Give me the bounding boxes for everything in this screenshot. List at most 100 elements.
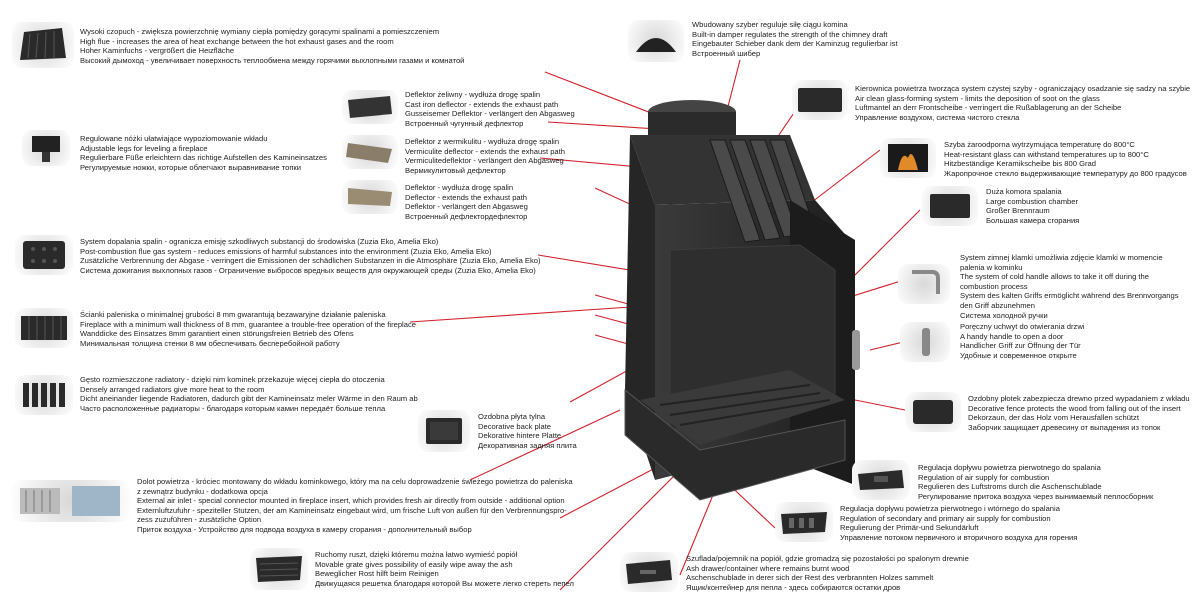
- feature-line: Управление потоком первичного и вторично…: [840, 532, 1078, 542]
- flue-icon: [12, 22, 74, 68]
- radiator-icon: [15, 375, 73, 415]
- fireplace-insert-illustration: [624, 100, 860, 501]
- feature-line: Poręczny uchwyt do otwierania drzwi: [960, 322, 1085, 331]
- feature-line: Cast iron deflector - extends the exhaus…: [405, 99, 559, 109]
- post-combustion-icon: [15, 235, 73, 275]
- wall-icon: [15, 308, 73, 348]
- vermiculite-icon: [342, 135, 398, 169]
- feature-line: Встроенный дефлектордефлектор: [405, 211, 528, 221]
- feature-line: Wbudowany szyber reguluje siłę ciągu kom…: [692, 20, 848, 29]
- feature-line: Regulowane nóżki ułatwiające wypoziomowa…: [80, 134, 268, 143]
- feature-line: Удобные и современное открыте: [960, 350, 1077, 360]
- feature-line: Dekorzaun, der das Holz vom Herausfallen…: [968, 413, 1139, 423]
- feature-line: Ящик/контейнер для пепла - здесь собираю…: [686, 582, 901, 592]
- feature-line: Beweglicher Rost hilft beim Reinigen: [315, 569, 439, 579]
- feature-line: Жаропрочное стекло выдерживающие темпера…: [944, 168, 1187, 178]
- feature-line: Heat-resistant glass can withstand tempe…: [944, 149, 1149, 159]
- grate-bar: [669, 392, 821, 416]
- feature-line: Ruchomy ruszt, dzięki któremu można łatw…: [315, 550, 518, 559]
- feature-line: combustion process: [960, 281, 1028, 291]
- feature-line: den Griff abzunehmen: [960, 300, 1036, 310]
- feature-line: Deflektor - verlängert den Abgasweg: [405, 202, 528, 212]
- secondary-air-icon: [775, 502, 833, 542]
- deflector-plate: [729, 139, 781, 241]
- feature-line: Aschenschublade in derer sich der Rest d…: [686, 573, 934, 583]
- feature-line: System des kalten Griffs ermöglicht währ…: [960, 291, 1179, 301]
- deflector-plate-icon: [342, 180, 398, 214]
- feature-line: Часто расположенные радиаторы - благодар…: [80, 403, 386, 413]
- deflector-icon: [342, 90, 398, 124]
- feature-line: Заборчик защищает древесину от выпадения…: [968, 422, 1161, 432]
- feature-line: Встроенный чугунный дефлектор: [405, 118, 524, 128]
- feature-line: Vermiculitedeflektor - verlängert den Ab…: [405, 156, 564, 166]
- feature-line: Regulierung der Primär-und Sekundärluft: [840, 523, 979, 533]
- door-handle: [852, 330, 860, 370]
- feature-line: High flue - increases the area of heat e…: [80, 36, 394, 46]
- damper-icon: [628, 20, 684, 62]
- feature-line: Regulacja dopływu powietrza pierwotnego …: [918, 463, 1101, 472]
- feature-line: Deflektor z wermikulitu - wydłuża drogę …: [405, 137, 560, 146]
- air-curtain-icon: [792, 80, 848, 120]
- feature-line: Adjustable legs for leveling a fireplace: [80, 143, 208, 153]
- grate-bar: [659, 384, 811, 406]
- feature-line: Декоративная задняя плита: [478, 440, 577, 450]
- feature-line: z zewnątrz budynku - dodatkowa opcja: [137, 486, 268, 496]
- feature-line: palenia w kominku: [960, 262, 1023, 272]
- feature-line: Air clean glass-forming system - limits …: [855, 93, 1100, 103]
- feature-line: Gusseisemer Deflektor - verlängert den A…: [405, 109, 575, 119]
- leg-icon: [22, 130, 70, 166]
- primary-air-icon: [852, 460, 910, 500]
- feature-line: zess zuzuführen - zusätzliche Option: [137, 515, 262, 525]
- feature-line: A handy handle to open a door: [960, 331, 1064, 341]
- feature-line: Wysoki czopuch - zwiększa powierzchnię w…: [80, 27, 440, 36]
- feature-line: Large combustion chamber: [986, 196, 1079, 206]
- feature-line: The system of cold handle allows to take…: [960, 272, 1149, 282]
- feature-line: Встроенный шибер: [692, 48, 761, 58]
- feature-line: Movable grate gives possibility of easil…: [315, 559, 513, 569]
- grate-bar: [679, 399, 831, 426]
- feature-line: Регулируемые ножки, которые облегчают вы…: [80, 162, 301, 172]
- feature-line: Ozdobna płyta tylna: [478, 412, 546, 421]
- stove-side-wall: [625, 135, 655, 480]
- feature-line: Система дожигания выхлопных газов - Огра…: [80, 265, 536, 275]
- feature-line: Decorative fence protects the wood from …: [968, 403, 1181, 413]
- cold-handle-icon: [898, 264, 950, 304]
- feature-line: Ścianki paleniska o minimalnej grubości …: [80, 310, 386, 319]
- feature-line: Handlicher Griff zur Öffnung der Tür: [960, 341, 1081, 351]
- feature-line: Regulieren des Luftstroms durch die Asch…: [918, 482, 1102, 492]
- feature-line: Regulation of air supply for combustion: [918, 472, 1050, 482]
- feature-line: Wanddicke des Einsatzes 8mm garantiert e…: [80, 329, 354, 339]
- feature-line: Luftmantel an derr Frontscheibe - verrin…: [855, 103, 1122, 113]
- feature-line: Zusätzliche Verbrennung der Abgase - ver…: [80, 256, 541, 266]
- feature-line: Großer Brennraum: [986, 206, 1050, 216]
- feature-line: Duża komora spalania: [986, 187, 1062, 196]
- feature-line: Post-combustion flue gas system - reduce…: [80, 246, 492, 256]
- feature-line: Decorative back plate: [478, 421, 552, 431]
- feature-line: Dolot powietrza - króciec montowany do w…: [137, 477, 573, 486]
- feature-line: Densely arranged radiators give more hea…: [80, 384, 265, 394]
- chamber-icon: [922, 186, 978, 226]
- feature-line: Fireplace with a minimum wall thickness …: [80, 319, 416, 329]
- feature-line: Высокий дымоход - увеличивает поверхност…: [80, 55, 465, 65]
- feature-line: Вермикулитовый дефлектор: [405, 165, 506, 175]
- feature-line: Built-in damper regulates the strength o…: [692, 29, 888, 39]
- feature-line: External air inlet - special connector m…: [137, 496, 565, 506]
- feature-line: Hoher Kaminfuchs - vergrößert die Heizfl…: [80, 46, 235, 56]
- air-inlet-icon: [12, 480, 130, 522]
- feature-line: Dicht aneinander liegende Radiatoren, da…: [80, 394, 418, 404]
- feature-line: Система холодной ручки: [960, 310, 1048, 320]
- fence-icon: [905, 392, 961, 432]
- feature-line: Deflektor - wydłuża drogę spalin: [405, 183, 514, 192]
- feature-line: Deflektor żeliwny - wydłuża drogę spalin: [405, 90, 541, 99]
- feature-line: Vermiculite deflector - extends the exha…: [405, 146, 565, 156]
- feature-line: Szyba żaroodporna wytrzymująca temperatu…: [944, 140, 1135, 149]
- feature-line: System zimnej klamki umożliwia zdjęcie k…: [960, 253, 1163, 262]
- feature-line: Regulierbare Füße erleichtern das richti…: [80, 153, 327, 163]
- feature-line: Regulation of secondary and primary air …: [840, 513, 1051, 523]
- feature-line: Kierownica powietrza tworząca system czy…: [855, 84, 1191, 93]
- feature-line: Eingebauter Schieber dank dem der Kaminz…: [692, 39, 898, 49]
- feature-line: Gęsto rozmieszczone radiatory - dzięki n…: [80, 375, 385, 384]
- feature-line: Dekorative hintere Platte: [478, 431, 562, 441]
- feature-line: Большая камера сгорания: [986, 215, 1080, 225]
- feature-line: Движущаяся решетка благодаря которой Вы …: [315, 578, 574, 588]
